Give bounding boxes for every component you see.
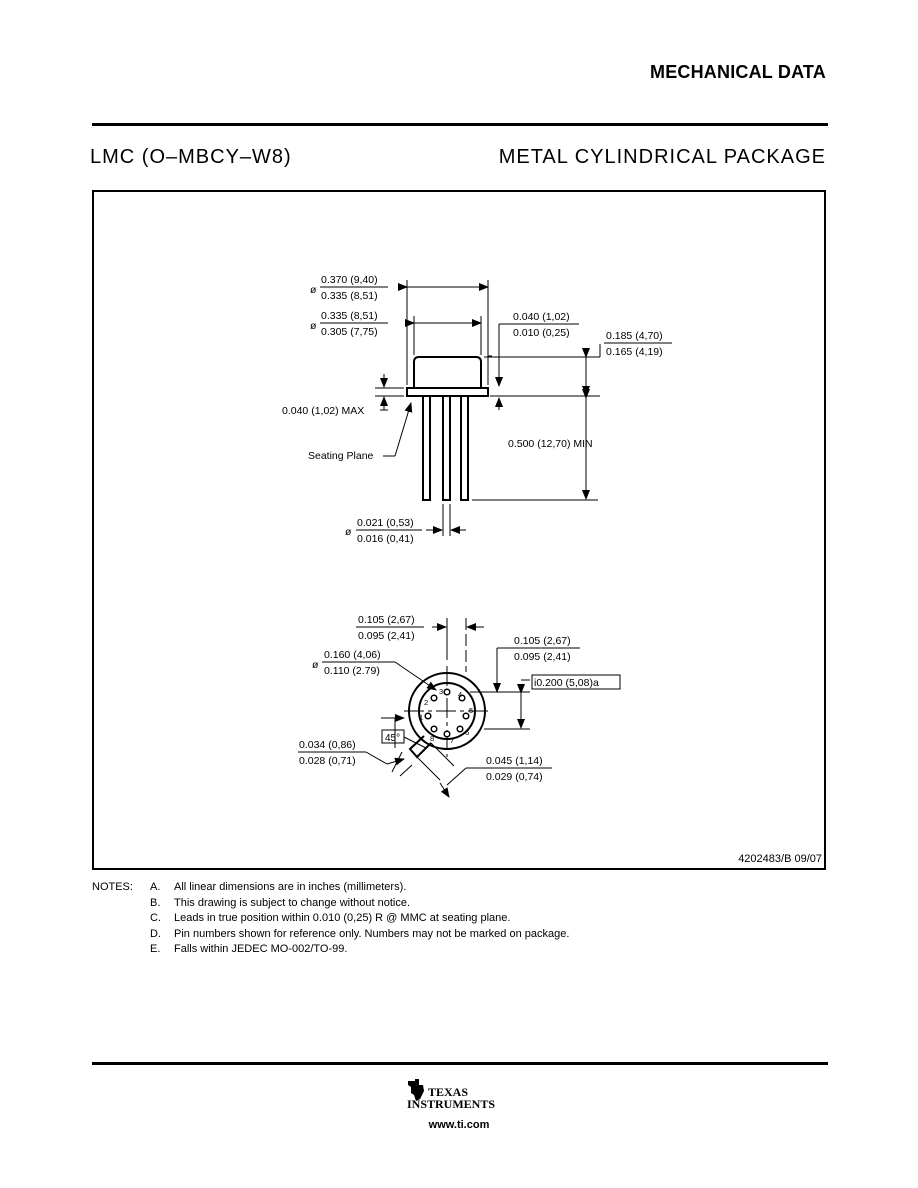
angle-leader [403,736,427,749]
ti-logo-mark [408,1079,424,1101]
note-item: B.This drawing is subject to change with… [150,896,411,909]
pin-number: 6 [465,728,469,737]
dim-text: 0.160 (4,06) [324,649,381,661]
dim-tab-thk [386,757,405,766]
section-title: MECHANICAL DATA [650,62,826,82]
dim-text: 0.095 (2,41) [514,651,571,663]
side-view [320,280,672,536]
tab [408,735,432,759]
angle-box [381,729,405,744]
note-item: A.All linear dimensions are in inches (m… [150,881,407,893]
pin-number: 1 [419,713,423,722]
pins [424,688,470,738]
note-item: D.Pin numbers shown for reference only. … [150,927,570,940]
dim-text: 0.105 (2,67) [514,635,571,647]
website-url: www.ti.com [428,1119,490,1131]
package-id: LMC (O–MBCY–W8) [90,146,292,168]
dim-text: 0.110 (2.79) [324,665,380,677]
drawing-frame [92,190,826,870]
header-rule [92,123,828,126]
dim-text: 0.021 (0,53) [357,517,414,529]
logo-line1: TEXAS [428,1085,469,1099]
note-item: E.Falls within JEDEC MO-002/TO-99. [150,943,348,955]
package-name: METAL CYLINDRICAL PACKAGE [498,146,826,168]
dim-text: 0.095 (2,41) [358,630,415,642]
pin-circle-leader [394,661,437,691]
pin-number: 8 [430,734,434,743]
dia-symbol: ø [310,284,317,296]
true-pos-text: i0.200 (5,08)a [534,677,599,689]
footer-rule [92,1062,828,1065]
dim-text: 0.165 (4,19) [606,346,663,358]
dim-text: 0.040 (1,02) [513,311,570,323]
pin-number: 7 [450,736,454,745]
bottom-view [298,618,621,798]
true-pos-frame [531,674,621,690]
ext-line [391,751,403,773]
ext-line [416,756,441,781]
dia-symbol: ø [312,659,319,671]
can-body [413,356,482,388]
ext-line [430,742,455,767]
dim-text: 0.185 (4,70) [606,330,663,342]
lead [422,395,431,501]
dim-tab-w2-arrow [439,782,450,798]
ti-logo: TEXAS INSTRUMENTS [407,1085,495,1110]
seating-plane-label: Seating Plane [308,450,374,462]
dim-text: 0.105 (2,67) [358,614,415,626]
angle-text: 45° [385,733,400,744]
dim-text: 0.034 (0,86) [299,739,356,751]
document-number: 4202483/B 09/07 [738,853,822,865]
pin-number: 4 [458,690,462,699]
pin-numbers: 1 2 3 4 5 6 7 8 [419,687,473,745]
note-item: C.Leads in true position within 0.010 (0… [150,912,511,924]
lead [442,395,451,501]
dia-symbol: ø [345,526,352,538]
pin-number: 3 [439,687,443,696]
dim-text: 0.040 (1,02) MAX [282,405,364,417]
leader [365,751,388,765]
pin-number: 5 [469,706,473,715]
dim-tab-w2 [446,767,467,786]
logo-line2: INSTRUMENTS [407,1097,496,1111]
dim-text: 0.370 (9,40) [321,274,378,286]
seating-plane-leader [394,402,413,457]
dim-text: 0.029 (0,74) [486,771,543,783]
dim-text: 0.028 (0,71) [299,755,356,767]
dim-text: 0.335 (8,51) [321,290,378,302]
pin-number: 2 [424,698,428,707]
dim-text: 0.045 (1,14) [486,755,543,767]
lead [460,395,469,501]
dia-symbol: ø [310,320,317,332]
can-flange [406,387,489,397]
ext-line [399,764,413,777]
dim-text: 0.305 (7,75) [321,326,378,338]
dim-text: 0.010 (0,25) [513,327,570,339]
dim-text: 0.335 (8,51) [321,310,378,322]
notes-label: NOTES: [92,881,133,893]
dim-text: 0.500 (12,70) MIN [508,438,593,450]
dim-text: 0.016 (0,41) [357,533,414,545]
